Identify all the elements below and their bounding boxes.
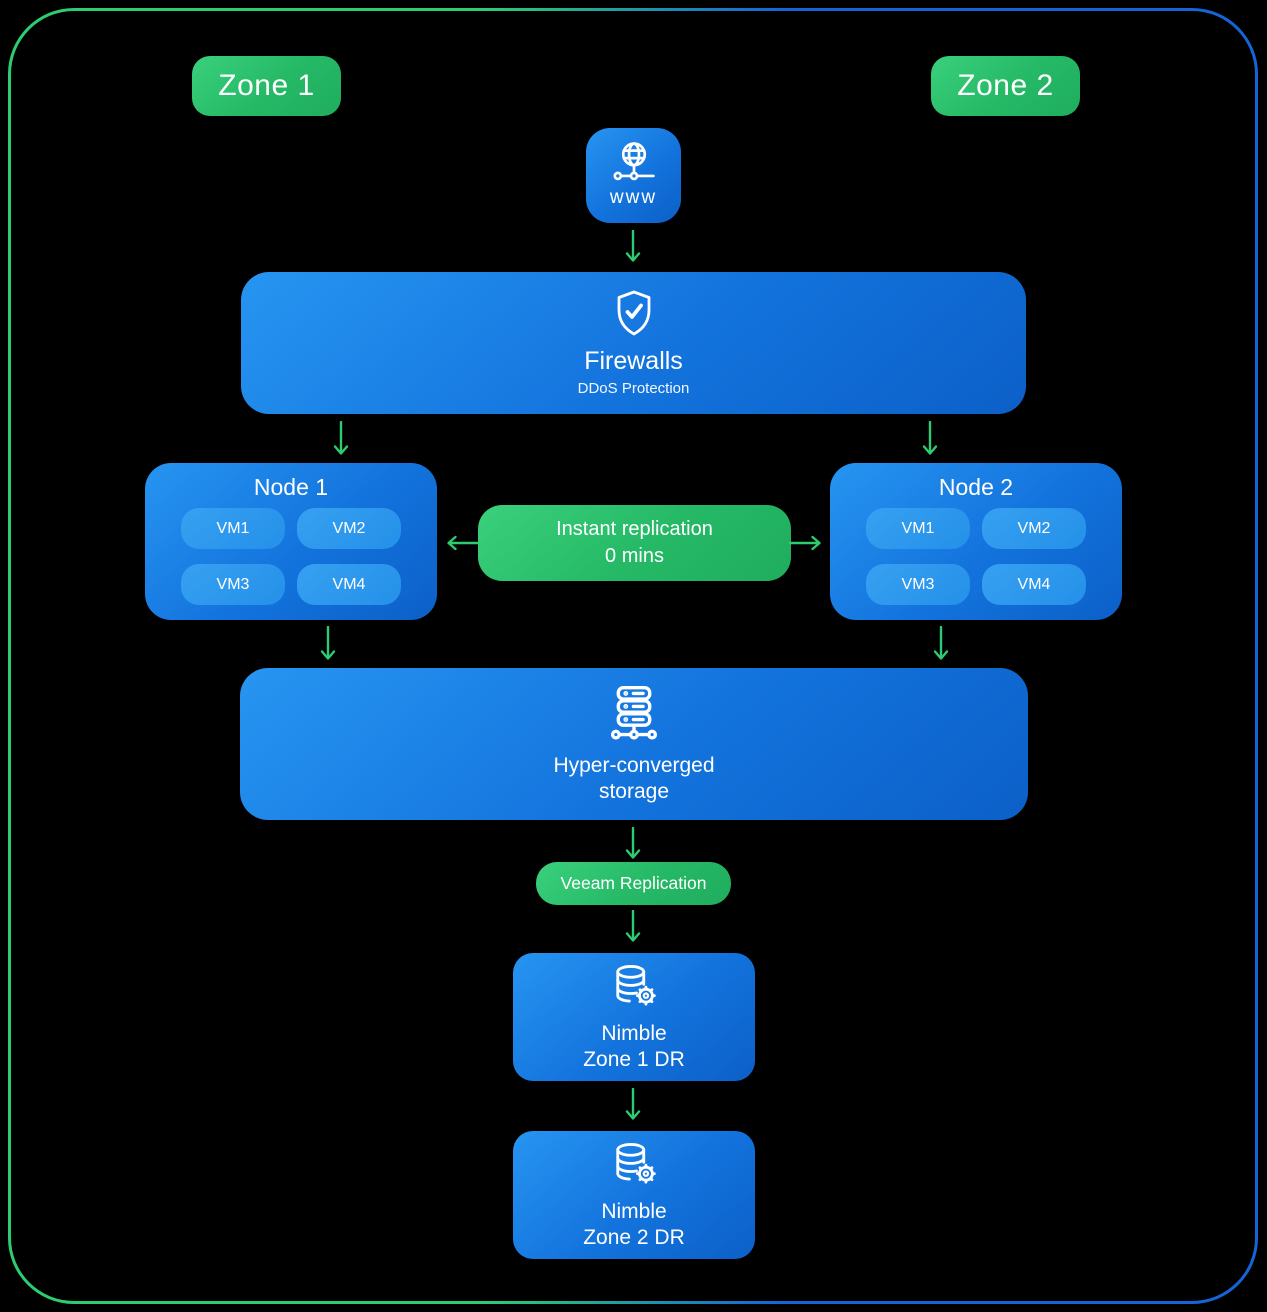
node2-vm2-chip: VM2: [982, 508, 1086, 549]
storage-title-line1: Hyper-converged: [553, 753, 715, 777]
arrow-down-www-to-firewalls: [625, 230, 641, 266]
nimble-zone1-line1: Nimble: [601, 1021, 667, 1045]
arrow-down-nimble1-to-nimble2: [625, 1088, 641, 1124]
nimble-zone2-line2: Zone 2 DR: [583, 1225, 685, 1249]
node1: Node 1 VM1 VM2 VM3 VM4: [145, 463, 437, 620]
arrow-down-firewalls-to-node2: [922, 421, 938, 459]
node2-vm4-chip: VM4: [982, 564, 1086, 605]
firewalls-title: Firewalls: [584, 347, 683, 375]
arrow-down-storage-to-veeam: [625, 827, 641, 863]
arrow-right-replication-to-node2: [789, 535, 825, 551]
diagram-border: [8, 8, 1258, 1304]
arrow-down-firewalls-to-node1: [333, 421, 349, 459]
arrow-left-replication-to-node1: [443, 535, 479, 551]
instant-replication-badge: Instant replication 0 mins: [478, 505, 791, 581]
arrow-down-node1-to-storage: [320, 626, 336, 664]
firewalls-subtitle: DDoS Protection: [577, 380, 690, 397]
zone2-label: Zone 2: [957, 69, 1054, 102]
node1-vm-grid: VM1 VM2 VM3 VM4: [181, 508, 401, 605]
node2-vm1-chip: VM1: [866, 508, 970, 549]
node2-vm-grid: VM1 VM2 VM3 VM4: [866, 508, 1086, 605]
instant-replication-line2: 0 mins: [605, 545, 664, 567]
nimble-zone2-dr-node: Nimble Zone 2 DR: [513, 1131, 755, 1259]
node2: Node 2 VM1 VM2 VM3 VM4: [830, 463, 1122, 620]
www-node: www: [586, 128, 681, 223]
arrow-down-veeam-to-nimble1: [625, 910, 641, 946]
diagram-border-inner: [11, 11, 1255, 1301]
node1-vm2-chip: VM2: [297, 508, 401, 549]
node2-vm3-chip: VM3: [866, 564, 970, 605]
firewalls-node: Firewalls DDoS Protection: [241, 272, 1026, 414]
node1-vm4-chip: VM4: [297, 564, 401, 605]
nimble-zone1-line2: Zone 1 DR: [583, 1047, 685, 1071]
storage-title-line2: storage: [598, 779, 670, 803]
database-gear-icon: [608, 962, 660, 1012]
zone2-badge: Zone 2: [931, 56, 1080, 116]
shield-check-icon: [612, 289, 656, 337]
node1-vm3-chip: VM3: [181, 564, 285, 605]
nimble-zone2-line1: Nimble: [601, 1199, 667, 1223]
arrow-down-node2-to-storage: [933, 626, 949, 664]
nimble-zone1-dr-node: Nimble Zone 1 DR: [513, 953, 755, 1081]
zone1-label: Zone 1: [218, 69, 315, 102]
hyperconverged-storage-node: Hyper-converged storage: [240, 668, 1028, 820]
database-gear-icon: [608, 1140, 660, 1190]
node1-title: Node 1: [253, 474, 329, 500]
globe-network-icon: [608, 142, 660, 184]
node2-title: Node 2: [938, 474, 1014, 500]
node1-vm1-chip: VM1: [181, 508, 285, 549]
zone1-badge: Zone 1: [192, 56, 341, 116]
instant-replication-line1: Instant replication: [556, 518, 713, 540]
veeam-replication-label: Veeam Replication: [560, 873, 707, 893]
server-stack-icon: [605, 684, 663, 741]
www-label: www: [609, 187, 658, 208]
veeam-replication-badge: Veeam Replication: [536, 862, 731, 905]
